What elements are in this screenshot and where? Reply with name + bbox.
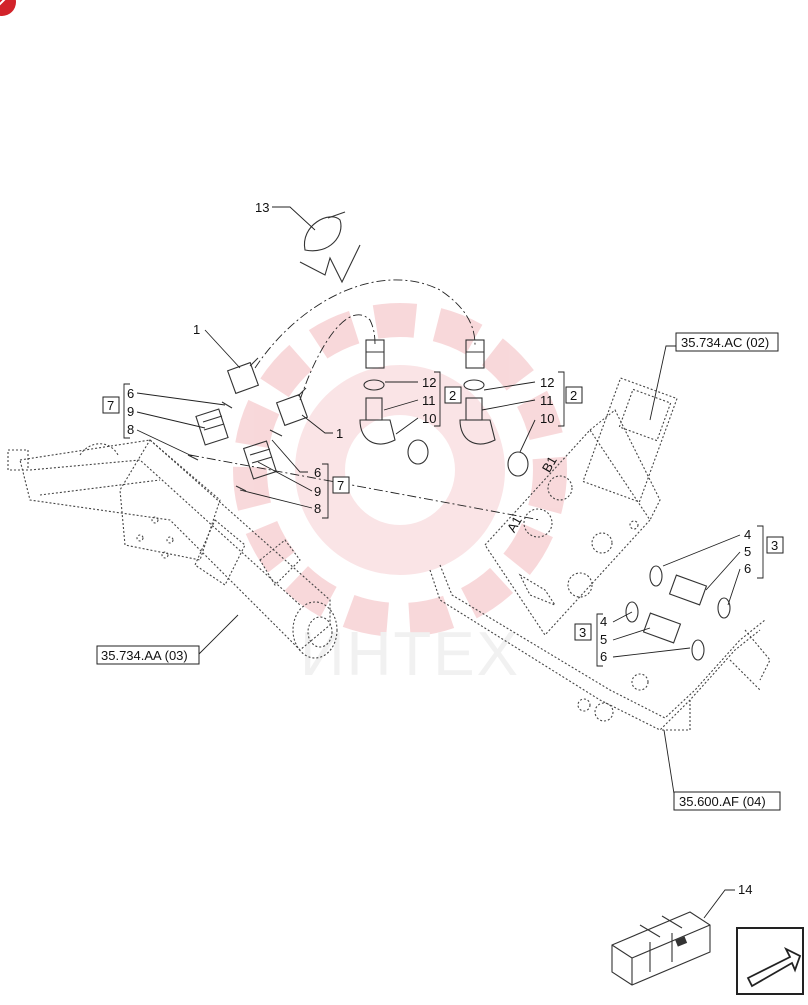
hydraulic-hoses [189, 279, 541, 521]
control-valve: A1 B1 [484, 377, 678, 636]
valve-fitting-set-upper [649, 565, 731, 619]
callout-6: 6 [744, 561, 751, 576]
group-brackets [123, 371, 764, 667]
callout-6: 6 [600, 649, 607, 664]
reference-label: 35.734.AA (03) [101, 648, 188, 663]
group-3-label: 3 [771, 538, 778, 553]
reference-link-35-734-ac[interactable]: 35.734.AC (02) [675, 332, 779, 352]
callout-6: 6 [314, 465, 321, 480]
elbow-fitting-set-a [359, 339, 429, 465]
part-1-fitting-right [275, 387, 309, 427]
valve-port-a1-label: A1 [504, 514, 525, 535]
group-7-label: 7 [107, 398, 114, 413]
part-1-fitting-left [226, 357, 260, 395]
reference-label: 35.734.AC (02) [681, 335, 769, 350]
part-13-cable-tie [299, 211, 361, 284]
hydraulic-cylinder [7, 439, 338, 659]
elbow-fitting-set-b [459, 339, 529, 477]
reference-label: 35.600.AF (04) [679, 794, 766, 809]
part-14-kit-box-icon [611, 911, 711, 986]
callout-14: 14 [738, 882, 752, 897]
part-9-adapter-right [242, 440, 278, 480]
callout-5: 5 [744, 544, 751, 559]
part-6-8-seals-left [187, 401, 233, 461]
group-2-label: 2 [449, 388, 456, 403]
callout-11: 11 [540, 393, 554, 408]
brand-logo-icon [0, 0, 16, 16]
group-number-boxes: 7 7 2 2 3 3 [102, 386, 784, 641]
callout-12: 12 [540, 375, 554, 390]
callout-labels: 13 1 1 6 9 8 6 9 8 12 11 10 12 11 10 4 5… [127, 200, 752, 897]
group-3-label: 3 [579, 625, 586, 640]
callout-6: 6 [127, 386, 134, 401]
leader-lines [136, 206, 741, 919]
callout-4: 4 [600, 614, 607, 629]
callout-5: 5 [600, 632, 607, 647]
watermark: ИНТЕХ [233, 303, 567, 689]
callout-1: 1 [336, 426, 343, 441]
callout-10: 10 [540, 411, 554, 426]
mounting-frame [429, 564, 771, 731]
callout-12: 12 [422, 375, 436, 390]
callout-4: 4 [744, 527, 751, 542]
watermark-gear-icon [233, 303, 567, 637]
reference-link-35-734-aa[interactable]: 35.734.AA (03) [96, 645, 200, 665]
callout-13: 13 [255, 200, 269, 215]
group-7-label: 7 [337, 478, 344, 493]
part-6-8-seals-right [235, 429, 283, 492]
callout-8: 8 [314, 501, 321, 516]
callout-11: 11 [422, 393, 436, 408]
valve-fitting-set-lower [625, 601, 705, 661]
part-9-adapter-left [195, 408, 229, 446]
callout-1: 1 [193, 322, 200, 337]
reference-link-35-600-af[interactable]: 35.600.AF (04) [673, 791, 781, 811]
valve-port-b1-label: B1 [539, 454, 560, 475]
reference-boxes[interactable]: 35.734.AC (02) 35.734.AA (03) 35.600.AF … [96, 332, 781, 811]
watermark-text: ИНТЕХ [300, 620, 520, 689]
back-arrow-icon[interactable] [736, 927, 804, 995]
callout-9: 9 [314, 484, 321, 499]
callout-9: 9 [127, 404, 134, 419]
group-2-label: 2 [570, 388, 577, 403]
callout-8: 8 [127, 422, 134, 437]
callout-10: 10 [422, 411, 436, 426]
